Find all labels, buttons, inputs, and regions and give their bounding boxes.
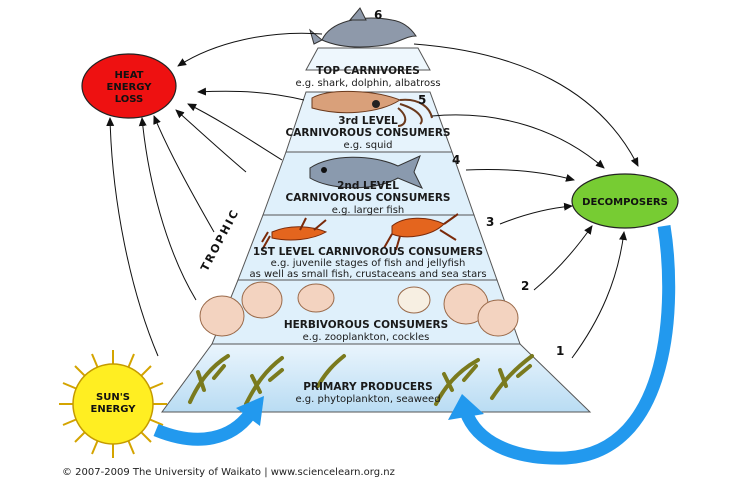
level-number-3: 3 [486, 215, 494, 229]
level-6-example: e.g. shark, dolphin, albatross [295, 78, 440, 89]
sun-label-line1: SUN'S [96, 392, 130, 403]
level-number-4: 4 [452, 153, 460, 167]
level-4-title: 2nd LEVEL [337, 180, 399, 192]
heat-label-line1: HEAT [115, 70, 144, 81]
arrow-level3-to-heat [175, 109, 247, 173]
arrow-level5-to-heat [197, 87, 305, 101]
arrow-top-to-heat [177, 32, 323, 67]
decomposer-recycle-arrow [448, 224, 676, 465]
arrow-level2-to-decomposers [533, 225, 593, 291]
arrow-level4-to-heat [187, 103, 283, 161]
arrow-level4-to-decomposers [465, 168, 575, 182]
level-3-example2: as well as small fish, crustaceans and s… [249, 269, 486, 280]
level-3-text: 1ST LEVEL CARNIVOROUS CONSUMERS e.g. juv… [249, 246, 486, 280]
level-number-1: 1 [556, 344, 564, 358]
decomposers-node: DECOMPOSERS [571, 173, 679, 229]
level-6-text: TOP CARNIVORES e.g. shark, dolphin, alba… [295, 65, 440, 89]
cockle-icons [199, 281, 519, 337]
seaweed-icons [188, 354, 534, 406]
arrow-sun-to-heat [106, 117, 159, 357]
squid-icon [311, 91, 433, 127]
level-number-5: 5 [418, 93, 426, 107]
level-4-text: 2nd LEVEL CARNIVOROUS CONSUMERS e.g. lar… [285, 180, 450, 216]
arrow-level1-to-heat [138, 117, 197, 301]
level-1-title: PRIMARY PRODUCERS [303, 381, 433, 393]
tier-1 [161, 343, 592, 413]
heat-loss-arrows [106, 32, 323, 357]
arrow-level1-to-decomposers [571, 231, 627, 359]
tier-6 [305, 47, 431, 71]
arrow-level2-to-heat [153, 115, 215, 233]
level-3-example: e.g. juvenile stages of fish and jellyfi… [271, 258, 466, 269]
arrow-top-to-decomposers [413, 43, 639, 167]
level-6-title: TOP CARNIVORES [316, 65, 420, 77]
level-5-text: 3rd LEVEL CARNIVOROUS CONSUMERS e.g. squ… [285, 115, 450, 151]
crayfish-icon-left [261, 217, 328, 251]
sun-node: SUN'S ENERGY [59, 350, 167, 458]
level-2-example: e.g. zooplankton, cockles [303, 332, 430, 343]
level-5-example: e.g. squid [343, 140, 392, 151]
level-5-title: 3rd LEVEL [338, 115, 398, 127]
heat-label-line3: LOSS [115, 94, 143, 105]
heat-label-line2: ENERGY [107, 82, 153, 93]
copyright-footer: © 2007-2009 The University of Waikato | … [62, 467, 395, 478]
decomposer-arrows [413, 43, 639, 359]
arrow-level3-to-decomposers [499, 202, 573, 225]
level-number-2: 2 [521, 279, 529, 293]
dolphin-icon [309, 7, 417, 48]
level-4-example: e.g. larger fish [332, 205, 405, 216]
level-4-title2: CARNIVOROUS CONSUMERS [285, 192, 450, 204]
level-2-title: HERBIVOROUS CONSUMERS [284, 319, 448, 331]
level-number-6: 6 [374, 8, 382, 22]
level-5-title2: CARNIVOROUS CONSUMERS [285, 127, 450, 139]
fish-icon [309, 155, 424, 189]
decomposers-label: DECOMPOSERS [582, 197, 668, 208]
level-2-text: HERBIVOROUS CONSUMERS e.g. zooplankton, … [284, 319, 448, 343]
level-3-title: 1ST LEVEL CARNIVOROUS CONSUMERS [253, 246, 483, 258]
sun-energy-arrow [153, 396, 264, 446]
level-1-example: e.g. phytoplankton, seaweed [295, 394, 440, 405]
arrow-level5-to-decomposers [431, 114, 605, 169]
sun-label-line2: ENERGY [91, 404, 137, 415]
level-1-text: PRIMARY PRODUCERS e.g. phytoplankton, se… [295, 381, 440, 405]
heat-energy-loss-node: HEAT ENERGY LOSS [81, 53, 177, 119]
crayfish-icon-right [383, 213, 459, 251]
